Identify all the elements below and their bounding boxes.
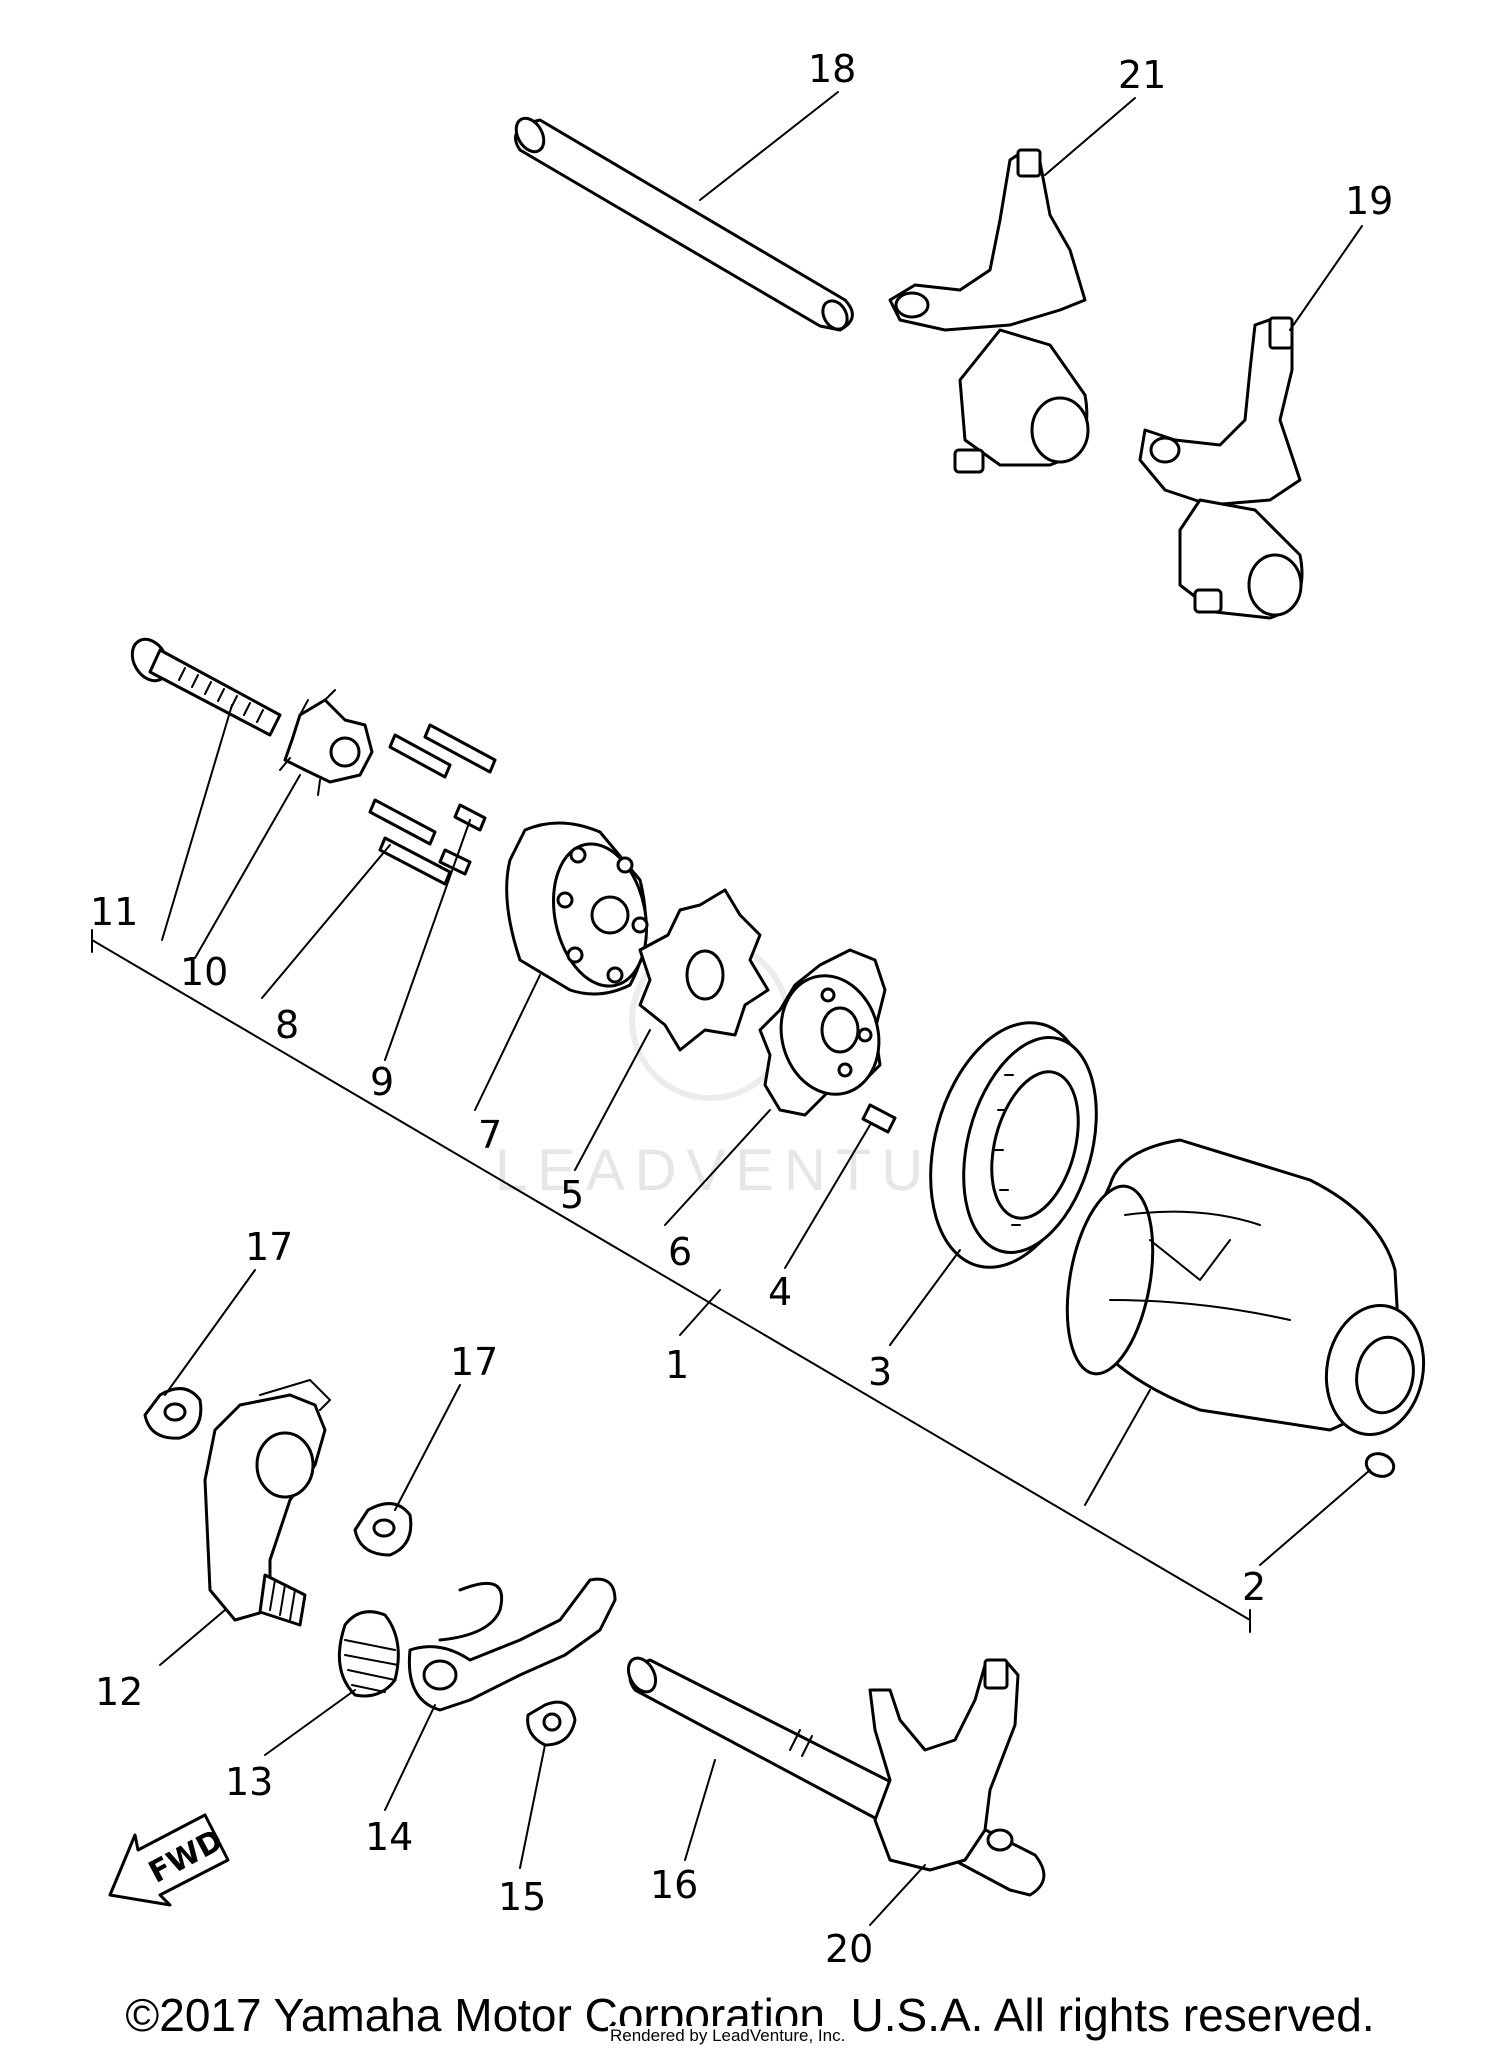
part-18-guide-bar bbox=[514, 116, 854, 332]
callout-9: 9 bbox=[370, 1060, 394, 1104]
part-11-bolt bbox=[130, 637, 282, 737]
leader-lines bbox=[159, 91, 1371, 1926]
part-17-circlip-b bbox=[353, 1502, 413, 1557]
part-10-segment bbox=[279, 689, 374, 796]
callout-2: 2 bbox=[1242, 1565, 1266, 1609]
part-19-shift-fork bbox=[1138, 316, 1304, 620]
part-6-shift-cam bbox=[758, 948, 887, 1117]
callout-11: 11 bbox=[90, 890, 138, 934]
part-1-shift-drum bbox=[1065, 1138, 1426, 1437]
callout-19: 19 bbox=[1345, 179, 1393, 223]
callout-6: 6 bbox=[668, 1230, 692, 1274]
part-13-spring bbox=[337, 1610, 400, 1698]
callout-3: 3 bbox=[868, 1350, 892, 1394]
callout-4: 4 bbox=[768, 1270, 792, 1314]
callout-12: 12 bbox=[95, 1670, 143, 1714]
part-4-dowel-pin bbox=[861, 1103, 897, 1134]
part-2-pin bbox=[1364, 1452, 1396, 1478]
callout-16: 16 bbox=[650, 1863, 698, 1907]
rendered-by-notice: Rendered by LeadVenture, Inc. bbox=[608, 2026, 848, 2046]
callout-20: 20 bbox=[825, 1927, 873, 1971]
part-12-shift-lever bbox=[203, 1379, 331, 1627]
callout-7: 7 bbox=[478, 1113, 502, 1157]
callout-18: 18 bbox=[808, 47, 856, 91]
part-5-star-plate bbox=[638, 888, 770, 1052]
part-17-circlip-a bbox=[143, 1387, 203, 1440]
callout-8: 8 bbox=[275, 1003, 299, 1047]
part-8-9-pins bbox=[368, 723, 497, 886]
part-21-shift-fork bbox=[888, 148, 1090, 474]
assembly-axis-line bbox=[91, 939, 1251, 1621]
callout-21: 21 bbox=[1118, 53, 1166, 97]
part-3-bearing bbox=[929, 1021, 1098, 1269]
part-7-cam-segment bbox=[505, 821, 649, 996]
callout-10: 10 bbox=[180, 950, 228, 994]
callout-1: 1 bbox=[665, 1343, 689, 1387]
fwd-arrow-icon: FWD bbox=[108, 1813, 230, 1907]
callout-5: 5 bbox=[560, 1173, 584, 1217]
callout-numbers: 18 21 19 11 10 8 9 7 5 6 4 1 3 2 17 17 1… bbox=[90, 47, 1393, 1971]
part-14-stopper-lever bbox=[407, 1577, 617, 1712]
callout-13: 13 bbox=[225, 1760, 273, 1804]
part-15-e-clip bbox=[526, 1700, 577, 1747]
callout-14: 14 bbox=[365, 1815, 413, 1859]
callout-15: 15 bbox=[498, 1875, 546, 1919]
part-20-shift-fork bbox=[868, 1658, 1020, 1872]
callout-17-lower: 17 bbox=[450, 1340, 498, 1384]
callout-17-upper: 17 bbox=[245, 1225, 293, 1269]
